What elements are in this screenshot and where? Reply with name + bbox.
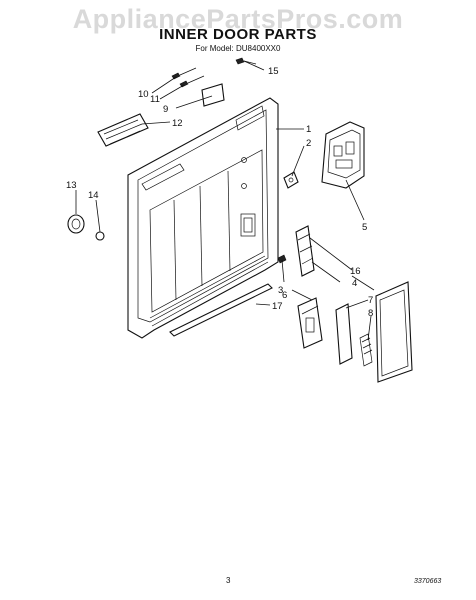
watermark: AppliancePartsPros.com	[72, 4, 404, 34]
hinge-bracket	[297, 297, 323, 349]
callout-4: 4	[352, 278, 357, 289]
hinge-arm	[335, 303, 373, 367]
diagram-code: 3370663	[414, 578, 442, 585]
clip	[201, 83, 225, 107]
callout-3: 3	[278, 285, 283, 296]
washer	[95, 231, 105, 241]
callout-13: 13	[66, 180, 77, 191]
callout-1: 1	[306, 124, 311, 135]
fastener-3	[277, 254, 287, 264]
callout-8: 8	[368, 308, 373, 319]
callout-11: 11	[150, 94, 160, 105]
bottom-trim-strip	[169, 283, 273, 337]
callout-labels: 1 2 3 4 5 6 7 8 9 10 11 12 13 14 15 16 1…	[66, 66, 373, 319]
callout-7: 7	[368, 295, 373, 306]
callout-2: 2	[306, 138, 311, 149]
callout-5: 5	[362, 222, 367, 233]
side-panel	[375, 281, 413, 383]
callout-10: 10	[138, 89, 149, 100]
page-number: 3	[226, 576, 231, 585]
knob	[67, 214, 85, 234]
inner-door-panel	[127, 97, 279, 339]
callout-14: 14	[88, 190, 99, 201]
model-subtitle: For Model: DU8400XX0	[195, 44, 281, 53]
callout-15: 15	[268, 66, 279, 77]
screw-set	[171, 67, 205, 88]
screw-15	[235, 57, 257, 65]
vent-cover	[97, 113, 149, 147]
leader-lines	[75, 60, 375, 341]
callout-9: 9	[163, 104, 168, 115]
latch-part	[283, 171, 299, 189]
page-title: INNER DOOR PARTS	[159, 26, 317, 43]
callout-17: 17	[272, 301, 283, 312]
callout-12: 12	[172, 118, 183, 129]
callout-6: 6	[282, 290, 287, 301]
detergent-dispenser	[321, 121, 365, 189]
callout-16: 16	[350, 266, 361, 277]
latch-assembly	[295, 225, 315, 277]
